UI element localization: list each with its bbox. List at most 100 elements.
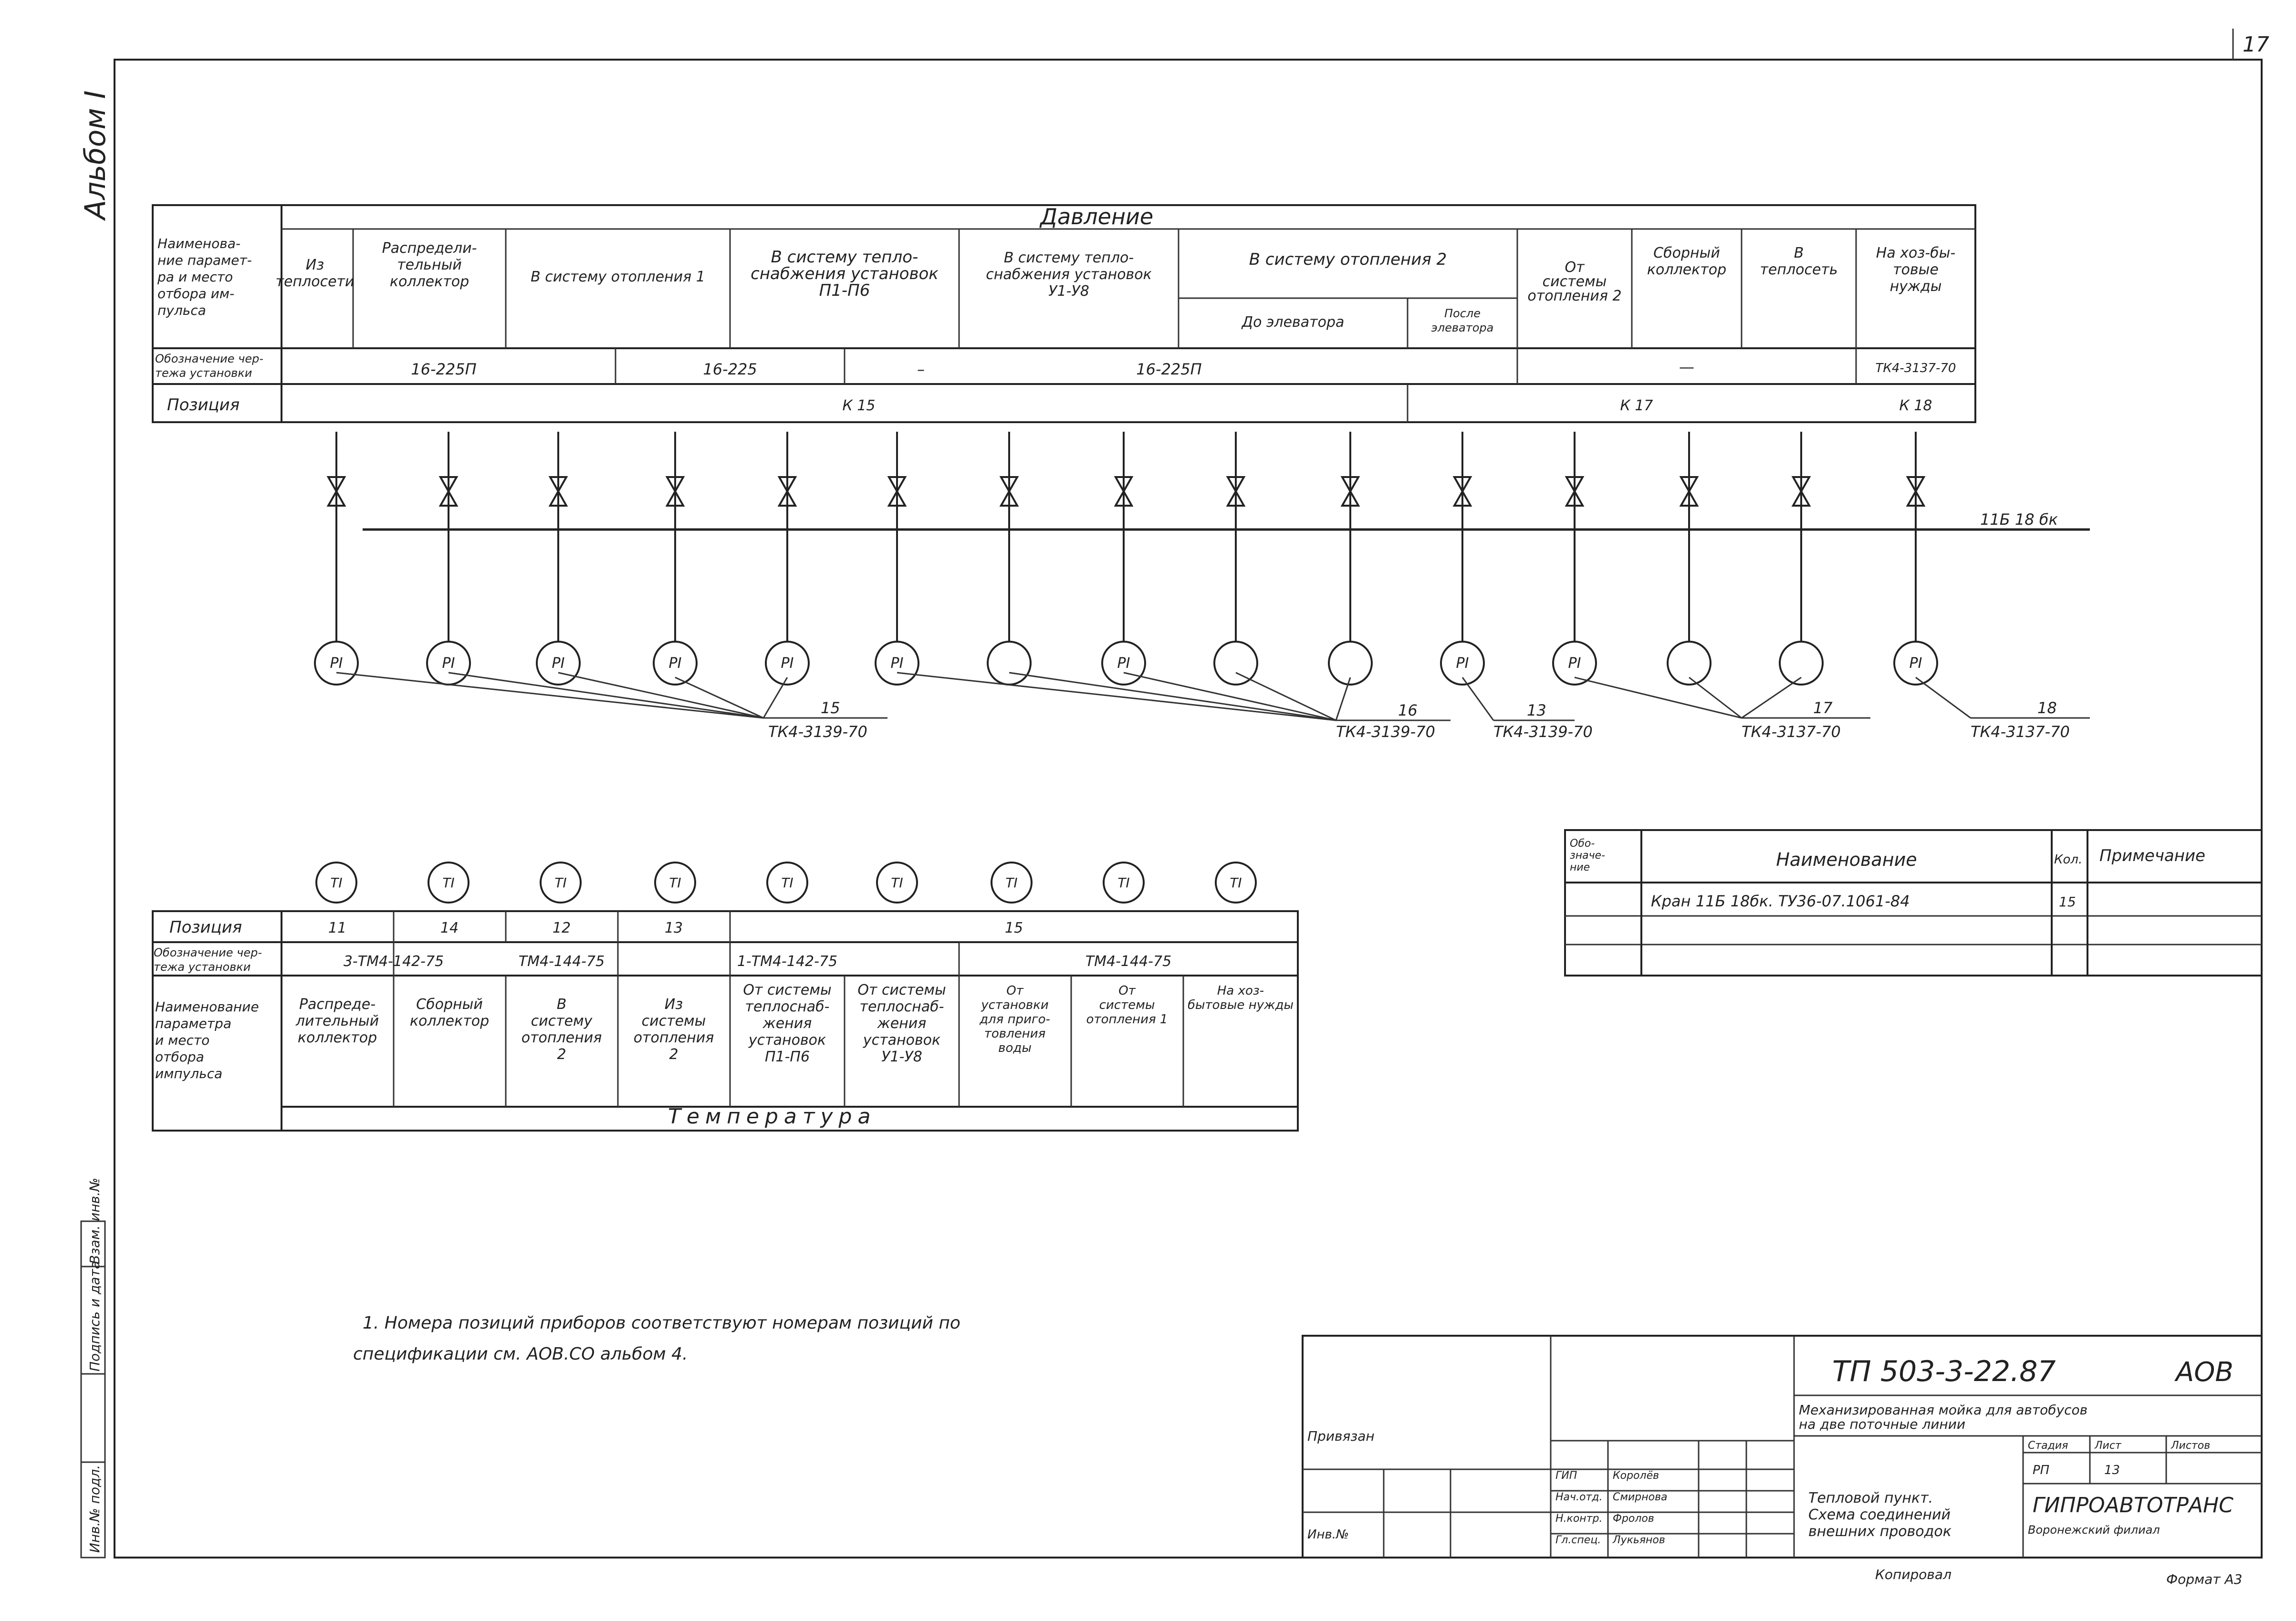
stamp-vzam-inv: Взам. инв.№ bbox=[87, 1178, 103, 1264]
drawing-mark: АОВ bbox=[2174, 1357, 2233, 1388]
pressure-row-label-name-3: отбора им- bbox=[157, 286, 234, 301]
drawing-code: ТП 503-3-22.87 bbox=[1832, 1355, 2056, 1388]
svg-text:PI: PI bbox=[891, 655, 904, 672]
svg-text:У1-У8: У1-У8 bbox=[881, 1049, 922, 1065]
p-draw-2: – bbox=[917, 360, 925, 378]
svg-text:Фролов: Фролов bbox=[1613, 1513, 1654, 1525]
p-col-5-sub-1-l1: элеватора bbox=[1431, 321, 1494, 334]
p-col-4-l0: В систему тепло- bbox=[1004, 249, 1134, 266]
p-col-0-l0: Из bbox=[306, 257, 324, 273]
pressure-gauge-icon bbox=[1213, 641, 1258, 686]
thermometer-icon bbox=[428, 862, 470, 904]
svg-text:TI: TI bbox=[1230, 875, 1242, 891]
svg-text:внешних проводок: внешних проводок bbox=[1808, 1523, 1952, 1540]
p-col-7-l0: Сборный bbox=[1653, 245, 1720, 261]
svg-text:системы: системы bbox=[1099, 998, 1155, 1012]
svg-text:теплоснаб-: теплоснаб- bbox=[745, 998, 830, 1015]
svg-text:отопления: отопления bbox=[634, 1029, 714, 1046]
pressure-gauge-icon bbox=[765, 641, 810, 686]
stamp-inv-number: Инв.№ подл. bbox=[87, 1465, 103, 1553]
stamp-signature-date: Подпись и дата bbox=[87, 1261, 103, 1372]
p-col-9-l0: На хоз-бы- bbox=[1876, 245, 1955, 261]
thermometer-icon bbox=[315, 862, 357, 904]
svg-text:От системы: От системы bbox=[857, 982, 946, 998]
svg-text:значе-: значе- bbox=[1570, 850, 1605, 862]
temperature-table: Позиция Обозначение чер- тежа установки … bbox=[152, 910, 1299, 1132]
svg-text:TI: TI bbox=[781, 875, 793, 891]
svg-text:На хоз-: На хоз- bbox=[1217, 984, 1264, 998]
svg-text:3-ТМ4-142-75: 3-ТМ4-142-75 bbox=[344, 953, 444, 970]
svg-text:13: 13 bbox=[665, 920, 683, 936]
thermometer-icon bbox=[540, 862, 582, 904]
svg-text:лительный: лительный bbox=[295, 1013, 379, 1029]
svg-text:TI: TI bbox=[1117, 875, 1129, 891]
copied-label: Копировал bbox=[1875, 1567, 1952, 1582]
callout-17-mark: ТК4-3137-70 bbox=[1742, 723, 1841, 741]
svg-text:теплоснаб-: теплоснаб- bbox=[860, 998, 944, 1015]
svg-text:TI: TI bbox=[442, 875, 454, 891]
thermometer-icon bbox=[654, 862, 696, 904]
pressure-gauge-icon bbox=[1328, 641, 1373, 686]
temperature-group-title: Температура bbox=[668, 1104, 876, 1129]
svg-text:Смирнова: Смирнова bbox=[1613, 1491, 1668, 1503]
svg-text:товления: товления bbox=[984, 1027, 1046, 1041]
pressure-row-label-name-4: пульса bbox=[157, 302, 206, 318]
p-col-9-l1: товые bbox=[1893, 261, 1939, 278]
svg-text:1-ТМ4-142-75: 1-ТМ4-142-75 bbox=[737, 953, 837, 970]
callout-18-pos: 18 bbox=[2037, 699, 2057, 717]
pressure-gauge-icon bbox=[1440, 641, 1485, 686]
pressure-schematic: 11Б 18 бк bbox=[314, 432, 2090, 741]
svg-text:Нач.отд.: Нач.отд. bbox=[1555, 1491, 1603, 1503]
p-col-5-sub-0: До элеватора bbox=[1241, 314, 1345, 331]
svg-text:П1-П6: П1-П6 bbox=[765, 1049, 810, 1065]
svg-text:От: От bbox=[1006, 984, 1023, 998]
svg-text:Из: Из bbox=[665, 996, 683, 1013]
p-col-6-l0: От bbox=[1565, 259, 1585, 276]
svg-text:и место: и место bbox=[155, 1032, 209, 1048]
callout-17-pos: 17 bbox=[1813, 699, 1833, 717]
callout-18-mark: ТК4-3137-70 bbox=[1971, 723, 2070, 741]
p-col-2-l0: В систему отопления 1 bbox=[531, 269, 705, 285]
svg-text:Позиция: Позиция bbox=[169, 918, 242, 937]
svg-text:Н.контр.: Н.контр. bbox=[1555, 1513, 1602, 1525]
svg-text:15: 15 bbox=[2059, 894, 2076, 910]
svg-text:11: 11 bbox=[328, 920, 346, 936]
p-draw-1: 16-225 bbox=[703, 360, 757, 378]
p-col-6-l1: системы bbox=[1543, 273, 1607, 290]
p-col-8-l0: В bbox=[1794, 245, 1804, 261]
p-col-5-sub-1-l0: После bbox=[1444, 307, 1481, 320]
svg-text:Листов: Листов bbox=[2171, 1440, 2210, 1452]
svg-text:Кол.: Кол. bbox=[2054, 852, 2082, 867]
svg-text:ТМ4-144-75: ТМ4-144-75 bbox=[519, 953, 605, 970]
p-pos-2: К 18 bbox=[1899, 397, 1932, 414]
p-pos-0: К 15 bbox=[842, 397, 875, 414]
svg-text:отопления: отопления bbox=[522, 1029, 602, 1046]
svg-text:ГИП: ГИП bbox=[1555, 1470, 1577, 1482]
note-line-1: 1. Номера позиций приборов соответствуют… bbox=[363, 1313, 960, 1333]
svg-text:воды: воды bbox=[998, 1041, 1032, 1055]
thermometer-icon bbox=[991, 862, 1033, 904]
p-col-9-l2: нужды bbox=[1890, 278, 1942, 295]
svg-text:жения: жения bbox=[877, 1015, 927, 1032]
p-col-4-l2: У1-У8 bbox=[1048, 283, 1089, 300]
p-col-5-l0: В систему отопления 2 bbox=[1249, 250, 1447, 269]
svg-text:РП: РП bbox=[2033, 1463, 2049, 1477]
svg-text:В: В bbox=[557, 996, 567, 1013]
pressure-row-label-name-1: ние парамет- bbox=[157, 252, 252, 268]
p-col-8-l1: теплосеть bbox=[1760, 261, 1837, 278]
svg-text:От системы: От системы bbox=[743, 982, 831, 998]
svg-text:Лист: Лист bbox=[2094, 1440, 2122, 1452]
drawing-frame bbox=[114, 59, 2263, 1559]
svg-text:коллектор: коллектор bbox=[298, 1029, 377, 1046]
svg-text:Примечание: Примечание bbox=[2099, 846, 2205, 865]
pressure-gauge-icon bbox=[1101, 641, 1146, 686]
specification-table: Обо- значе- ние Наименование Кол. Примеч… bbox=[1564, 829, 2263, 977]
thermometer-icon bbox=[1103, 862, 1145, 904]
svg-text:2: 2 bbox=[669, 1046, 678, 1063]
thermometer-icon bbox=[766, 862, 808, 904]
p-col-4-l1: снабжения установок bbox=[986, 266, 1151, 283]
svg-text:13: 13 bbox=[2104, 1463, 2120, 1477]
p-draw-3: 16-225П bbox=[1136, 360, 1201, 378]
svg-text:PI: PI bbox=[330, 655, 343, 672]
